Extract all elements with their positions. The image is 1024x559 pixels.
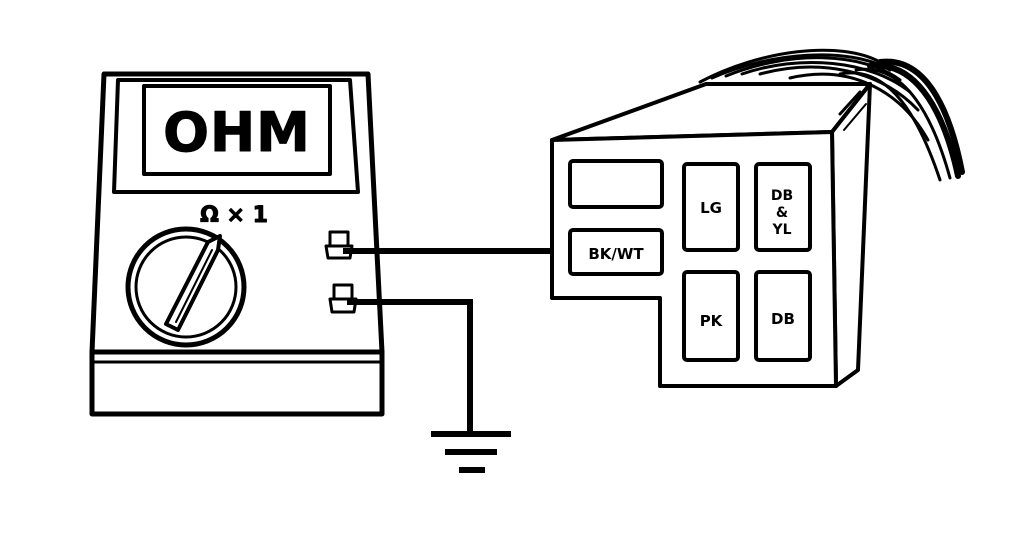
jack-upper[interactable] xyxy=(324,230,354,260)
cavity-dbyl-label-3: YL xyxy=(771,222,791,238)
cavity-db-label: DB xyxy=(771,310,795,328)
cavity-blank xyxy=(568,159,664,209)
cavity-dbyl-label-1: DB xyxy=(771,188,793,204)
meter-display xyxy=(142,84,332,176)
display-text: OHM xyxy=(163,101,311,164)
cavity-lg-label: LG xyxy=(700,199,722,217)
ground-icon xyxy=(431,431,511,473)
lead-to-ground xyxy=(347,299,473,437)
cavity-bkwt xyxy=(568,228,664,276)
harness-connector: BK/WT LG DB & YL PK DB xyxy=(550,48,965,388)
test-leads xyxy=(343,248,581,437)
cavity-lg xyxy=(682,162,740,252)
wire-bundle xyxy=(698,48,965,182)
cavity-pk-label: PK xyxy=(700,312,724,330)
selector-dial[interactable] xyxy=(125,226,247,348)
cavity-bkwt-label: BK/WT xyxy=(588,245,644,263)
cavity-dbyl-label-2: & xyxy=(776,205,788,221)
cavity-db xyxy=(754,270,812,362)
cavity-dbyl xyxy=(754,162,812,252)
cavity-pk xyxy=(682,270,740,362)
jack-lower[interactable] xyxy=(328,283,358,314)
range-label: Ω × 1 xyxy=(200,203,268,228)
multimeter: OHM Ω × 1 xyxy=(89,71,385,417)
